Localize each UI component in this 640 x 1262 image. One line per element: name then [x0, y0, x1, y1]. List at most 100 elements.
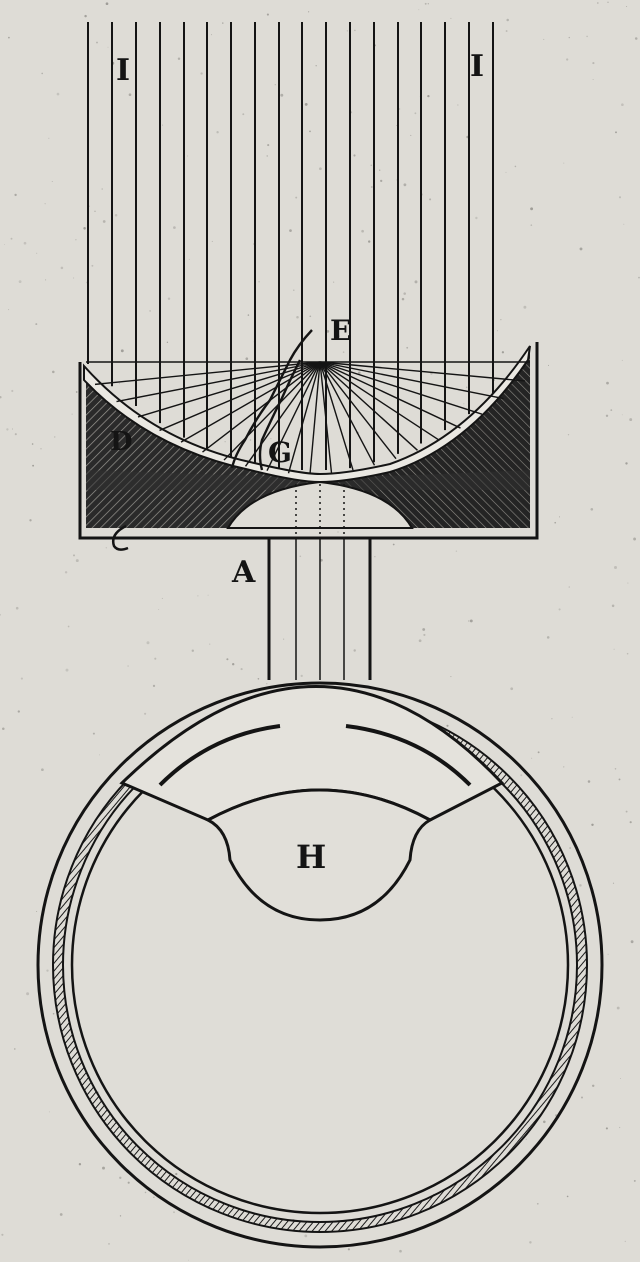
speckle: [186, 155, 189, 157]
speckle: [0, 613, 1, 616]
speckle: [563, 766, 565, 768]
speckle: [295, 196, 298, 199]
speckle: [406, 346, 409, 349]
speckle: [429, 198, 432, 201]
speckle: [75, 239, 77, 241]
base-curl-mark: [112, 524, 129, 551]
speckle: [293, 289, 295, 291]
speckle: [92, 732, 95, 735]
speckle: [621, 103, 624, 107]
speckle: [35, 323, 38, 326]
speckle: [257, 678, 260, 680]
speckle: [60, 266, 64, 270]
speckle: [1, 1233, 4, 1236]
speckle: [91, 264, 94, 267]
speckle: [8, 36, 10, 39]
speckle: [153, 1196, 155, 1198]
speckle: [105, 2, 109, 6]
speckle: [551, 717, 553, 720]
speckle: [209, 643, 211, 645]
speckle: [579, 884, 582, 887]
reflected-ray: [180, 361, 321, 443]
speckle: [270, 438, 272, 440]
speckle: [586, 35, 588, 38]
speckle: [592, 62, 595, 65]
speckle: [496, 330, 498, 332]
speckle: [607, 953, 609, 955]
speckle: [52, 1012, 55, 1015]
speckle: [337, 531, 339, 533]
speckle: [568, 36, 570, 39]
speckle: [65, 668, 69, 672]
speckle: [96, 41, 98, 44]
speckle: [166, 341, 169, 343]
speckle: [188, 258, 190, 260]
speckle: [158, 609, 160, 610]
speckle: [48, 1111, 50, 1113]
speckle: [612, 882, 615, 884]
speckle: [505, 30, 508, 32]
speckle: [258, 280, 260, 283]
speckle: [144, 712, 147, 715]
speckle: [418, 9, 420, 11]
speckle: [149, 310, 151, 312]
speckle: [177, 57, 181, 60]
speckle: [222, 22, 224, 24]
speckle: [309, 315, 312, 318]
speckle: [101, 188, 103, 190]
reflected-ray: [319, 361, 440, 441]
speckle: [23, 241, 27, 245]
speckle: [347, 1248, 350, 1251]
speckle: [618, 778, 621, 781]
speckle: [418, 639, 422, 643]
speckle: [31, 443, 34, 445]
speckle: [629, 821, 632, 824]
speckle: [11, 389, 14, 393]
speckle: [102, 1166, 105, 1170]
speckle: [127, 1181, 130, 1184]
speckle: [410, 134, 412, 136]
speckle: [623, 223, 625, 225]
speckle: [18, 280, 22, 283]
label-mirror-center: G: [268, 436, 292, 469]
reflected-ray: [319, 361, 376, 466]
speckle: [245, 357, 249, 361]
speckle: [514, 165, 517, 168]
speckle: [75, 559, 79, 563]
speckle: [626, 5, 628, 8]
speckle: [463, 403, 465, 405]
speckle: [543, 1120, 546, 1124]
speckle: [211, 240, 213, 242]
speckle: [450, 676, 452, 678]
speckle: [450, 17, 452, 19]
speckle: [280, 93, 284, 97]
iris-arc-left: [158, 724, 281, 787]
speckle: [267, 144, 270, 147]
speckle: [146, 641, 150, 645]
speckle: [543, 38, 545, 40]
speckle: [638, 276, 640, 279]
speckle: [475, 216, 478, 220]
speckle: [46, 969, 49, 972]
speckle: [304, 1234, 308, 1238]
speckle: [579, 247, 583, 251]
speckle: [618, 1126, 621, 1129]
label-aperture: A: [231, 555, 256, 590]
speckle: [614, 768, 617, 770]
speckle: [427, 3, 429, 5]
speckle: [17, 710, 20, 713]
label-ray-right: I: [470, 49, 484, 84]
speckle: [399, 1249, 402, 1253]
speckle: [119, 1215, 122, 1217]
speckle: [173, 1211, 175, 1214]
speckle: [240, 668, 243, 671]
speckle: [45, 279, 47, 281]
speckle: [469, 619, 473, 623]
speckle: [289, 229, 292, 232]
speckle: [6, 428, 9, 431]
speckle: [127, 665, 129, 667]
mirror-surface: [83, 345, 531, 484]
speckle: [309, 130, 311, 133]
speckle: [396, 125, 397, 126]
